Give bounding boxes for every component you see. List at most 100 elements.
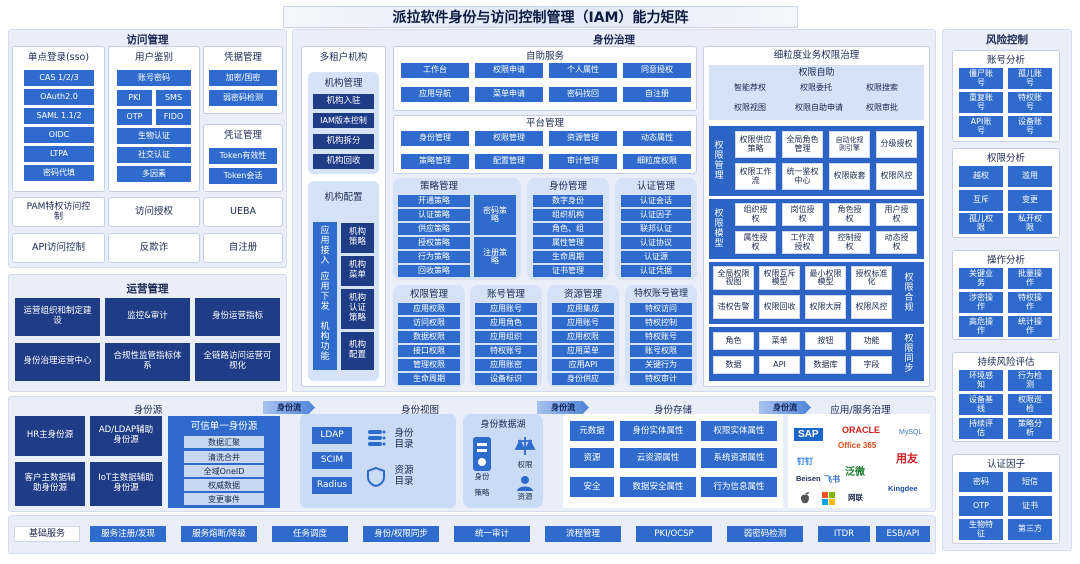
cred-item: 弱密码检测 bbox=[209, 90, 277, 106]
apps-title: 应用/服务治理 bbox=[830, 405, 891, 416]
fine-model-item: 用户授权 bbox=[876, 203, 917, 226]
tenant-cfg-right: 机构策略 bbox=[341, 223, 374, 253]
risk-cont-item: 持续评估 bbox=[959, 418, 1003, 439]
view-dir1: 身份目录 bbox=[394, 428, 414, 450]
risk-account-item: 重复账号 bbox=[959, 92, 1003, 113]
risk-account-item: 僵尸账号 bbox=[959, 68, 1003, 89]
access-title: 访问管理 bbox=[126, 34, 169, 46]
lake-title: 身份数据湖 bbox=[480, 419, 526, 430]
database-icon bbox=[364, 428, 388, 450]
fine-compliance-item: 权限互斥模型 bbox=[759, 266, 800, 290]
fine-sync-item: 菜单 bbox=[759, 332, 800, 350]
platform-item: 配置管理 bbox=[475, 154, 543, 169]
policy-item: 授权策略 bbox=[398, 237, 470, 249]
policy-title: 策略管理 bbox=[419, 181, 458, 192]
tenant-title: 多租户机构 bbox=[319, 52, 368, 63]
tenant-cfg-right: 机构菜单 bbox=[341, 256, 374, 286]
risk-account-item: 设备账号 bbox=[1008, 116, 1052, 137]
tenant-cfg-right: 机构配置 bbox=[341, 332, 374, 370]
fine-compliance-item: 授权标准化 bbox=[851, 266, 892, 290]
risk-perm-item: 孤儿权限 bbox=[959, 213, 1003, 234]
perm-item: 管理权限 bbox=[398, 359, 460, 371]
identity-item: 生命周期 bbox=[533, 251, 603, 263]
api-box bbox=[12, 233, 105, 263]
user-auth-item: OTP bbox=[117, 109, 152, 125]
platform-item: 策略管理 bbox=[401, 154, 469, 169]
trust-item: 权威数据 bbox=[184, 479, 264, 491]
risk-account-item: 特权账号 bbox=[1008, 92, 1052, 113]
policy-item: 开通策略 bbox=[398, 195, 470, 207]
fine-auto-item: 权限搜索 bbox=[852, 82, 912, 95]
authn-item: 认证凭据 bbox=[621, 265, 691, 277]
perm-item: 访问权限 bbox=[398, 317, 460, 329]
account-item: 应用账密 bbox=[475, 359, 537, 371]
identity-source-item: HR主身份源 bbox=[15, 416, 85, 456]
risk-op-title: 操作分析 bbox=[986, 255, 1025, 266]
risk-title: 风险控制 bbox=[986, 34, 1028, 46]
authn-item: 认证协议 bbox=[621, 237, 691, 249]
risk-cont-item: 权限巡检 bbox=[1008, 394, 1052, 415]
resource-item: 应用API bbox=[552, 359, 614, 371]
risk-perm-title: 权限分析 bbox=[986, 153, 1025, 164]
tenant-mgmt-title: 机构管理 bbox=[324, 78, 363, 89]
base-item: ITDR bbox=[818, 526, 870, 542]
fine-sync-item: 数据 bbox=[713, 356, 754, 374]
ops-item: 监控&审计 bbox=[105, 298, 190, 336]
fine-sync-item: 数据库 bbox=[805, 356, 846, 374]
risk-perm-item: 越权 bbox=[959, 166, 1003, 187]
identity-source-item: 客户主数据辅助身份源 bbox=[15, 462, 85, 506]
account-item: 设备标识 bbox=[475, 373, 537, 385]
policy-item: 密码策略 bbox=[474, 195, 516, 235]
flow-arrow: 身份流 bbox=[759, 401, 811, 414]
fine-sync-item: 按钮 bbox=[805, 332, 846, 350]
fine-mgmt-item: 统一鉴权中心 bbox=[782, 163, 823, 190]
self-item: 自注册 bbox=[623, 87, 691, 102]
identity-item: 数字身份 bbox=[533, 195, 603, 207]
trust-item: 数据汇聚 bbox=[184, 436, 264, 448]
storage-title: 身份存储 bbox=[653, 405, 692, 416]
identity-source-item: AD/LDAP辅助身份源 bbox=[90, 416, 162, 456]
risk-cont-item: 行为检测 bbox=[1008, 370, 1052, 391]
identity-item: 角色、组 bbox=[533, 223, 603, 235]
fine-compliance-label: 权限合规 bbox=[904, 272, 914, 314]
risk-op-item: 涉密操作 bbox=[959, 292, 1003, 313]
risk-factor-item: 证书 bbox=[1008, 496, 1052, 516]
fine-mgmt-item: 自动化规则引擎 bbox=[829, 131, 870, 158]
weaver-logo: 泛微 bbox=[845, 467, 865, 478]
base-item: PKI/OCSP bbox=[636, 526, 712, 542]
resource-title: 资源管理 bbox=[563, 289, 602, 300]
privacct-item: 特权审计 bbox=[630, 373, 692, 385]
storage-item: 资源 bbox=[570, 448, 614, 468]
ueba-box bbox=[203, 197, 283, 227]
fine-mgmt-item: 全局角色管理 bbox=[782, 131, 823, 158]
user-auth-item: PKI bbox=[117, 90, 152, 106]
trust-item: 清洗合并 bbox=[184, 451, 264, 463]
fine-model-item: 动态授权 bbox=[876, 231, 917, 254]
base-item: 流程管理 bbox=[545, 526, 621, 542]
privacct-title: 特权账号管理 bbox=[633, 289, 688, 299]
fine-auto-item: 权限视图 bbox=[720, 102, 780, 115]
sso-title: 单点登录(sso) bbox=[27, 52, 90, 63]
fine-compliance-item: 最小权限模型 bbox=[805, 266, 846, 290]
privacct-item: 特权账号 bbox=[630, 331, 692, 343]
storage-item: 云资源属性 bbox=[620, 448, 696, 468]
fine-auto-item: 权限审批 bbox=[852, 102, 912, 115]
authn-item: 联邦认证 bbox=[621, 223, 691, 235]
privacct-item: 特权访问 bbox=[630, 303, 692, 315]
fine-model-item: 角色授权 bbox=[829, 203, 870, 226]
base-item: 身份/权限同步 bbox=[363, 526, 439, 542]
base-item: 统一审计 bbox=[454, 526, 530, 542]
identity-title: 身份管理 bbox=[548, 181, 587, 192]
risk-factor-item: 第三方 bbox=[1008, 519, 1052, 540]
office-logo: Office 365 bbox=[838, 441, 877, 450]
sap-logo: SAP bbox=[794, 428, 823, 441]
account-item: 应用角色 bbox=[475, 317, 537, 329]
fine-mgmt-item: 权限嵌套 bbox=[829, 163, 870, 190]
tenant-mgmt-item: 机构拆分 bbox=[313, 134, 374, 149]
tenant-cfg-left: 机构功能 bbox=[320, 321, 330, 363]
authn-item: 认证源 bbox=[621, 251, 691, 263]
user-auth-item: 生物认证 bbox=[117, 128, 191, 144]
risk-account-item: API账号 bbox=[959, 116, 1003, 137]
voucher-item: Token会话 bbox=[209, 168, 277, 184]
identity-source-item: IoT主数据辅助身份源 bbox=[90, 462, 162, 506]
